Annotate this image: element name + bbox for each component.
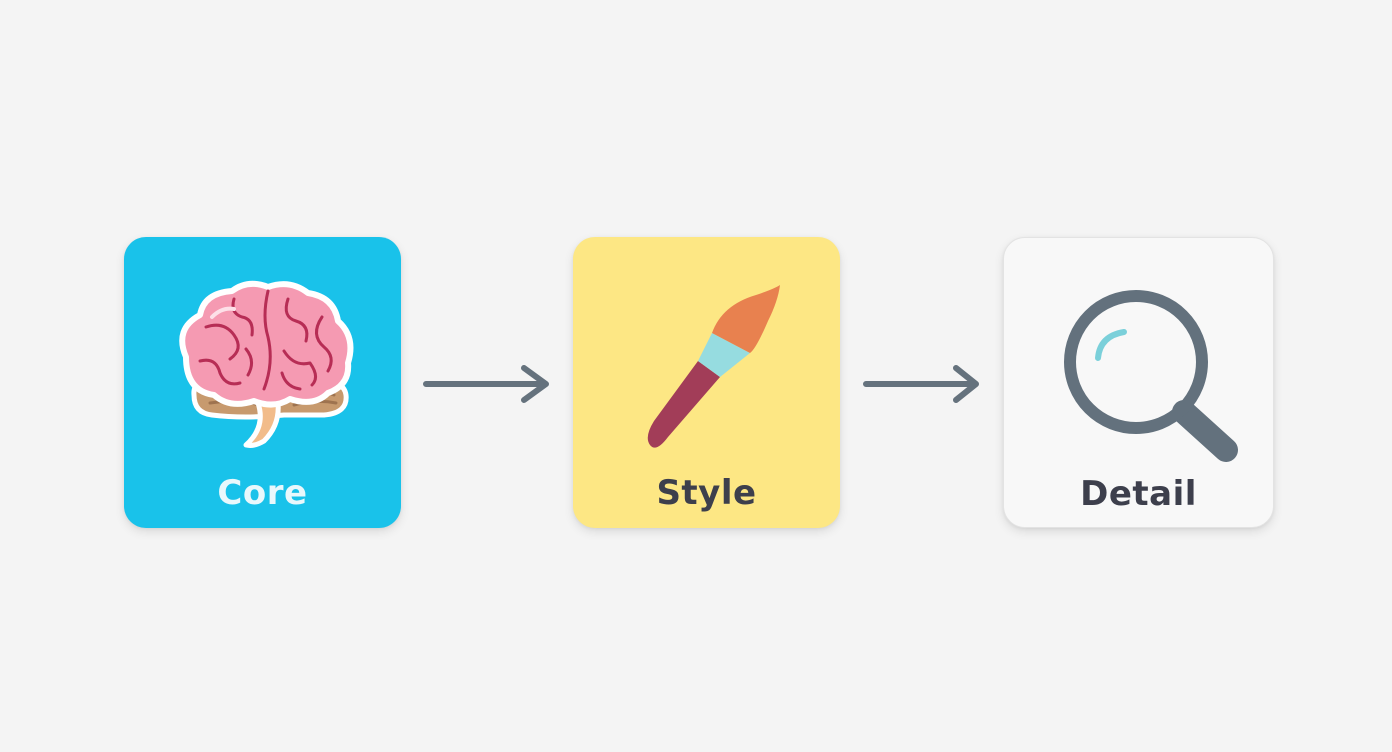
arrow-icon: [863, 365, 979, 403]
step-label-core: Core: [217, 473, 308, 513]
step-label-detail: Detail: [1080, 474, 1197, 514]
arrow-icon: [423, 365, 549, 403]
brain-icon: [179, 280, 354, 448]
step-card-detail: Detail: [1003, 237, 1274, 528]
paintbrush-icon: [647, 285, 780, 448]
step-label-style: Style: [656, 473, 757, 513]
step-card-style: Style: [573, 237, 840, 528]
step-card-core: Core: [124, 237, 401, 528]
magnifying-glass-icon: [1064, 290, 1238, 462]
